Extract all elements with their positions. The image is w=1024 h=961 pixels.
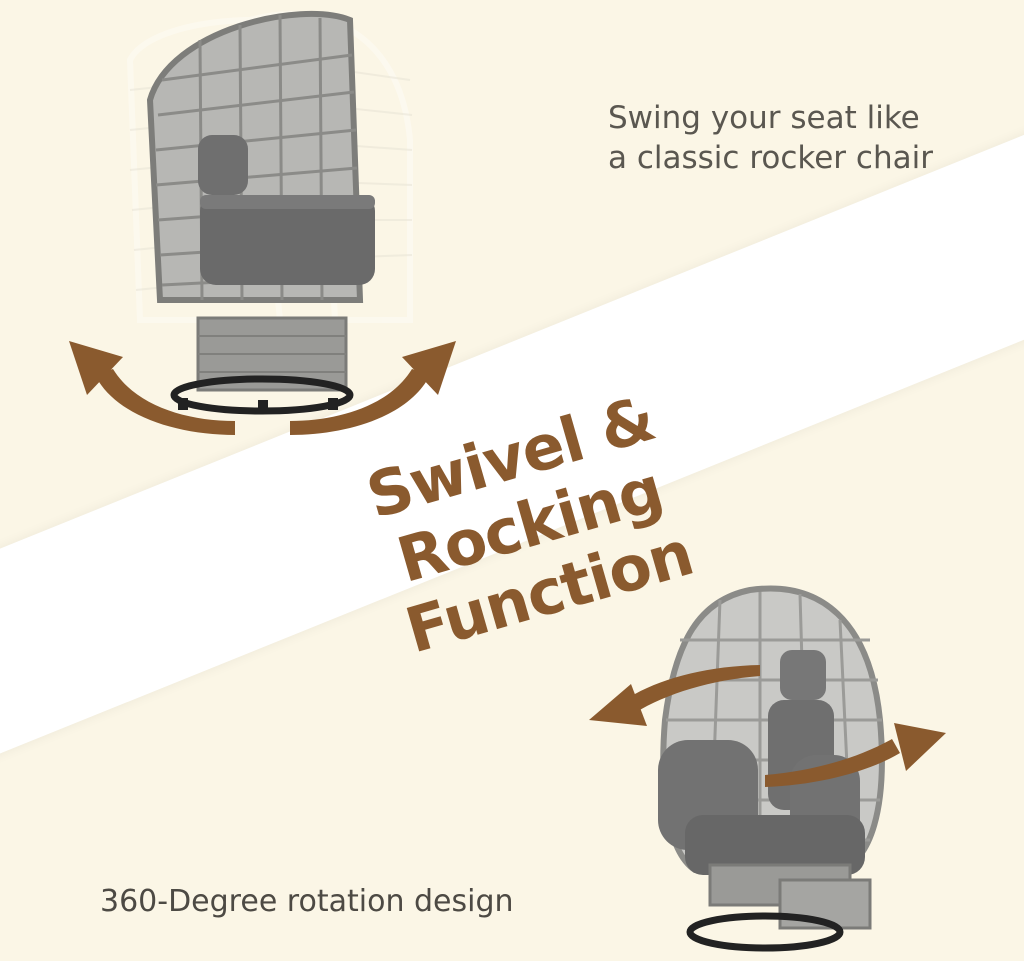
swivel-caption: 360-Degree rotation design — [100, 884, 514, 919]
swivel-arrow-right-icon — [765, 723, 946, 787]
swivel-chair-illustration — [658, 585, 885, 952]
rocking-arrow-right-icon — [290, 341, 456, 435]
rocking-caption: Swing your seat like a classic rocker ch… — [608, 100, 933, 176]
swivel-arrow-left-icon — [589, 665, 760, 726]
rocking-chair-illustration — [126, 11, 413, 415]
rocking-arrow-left-icon — [69, 341, 235, 435]
